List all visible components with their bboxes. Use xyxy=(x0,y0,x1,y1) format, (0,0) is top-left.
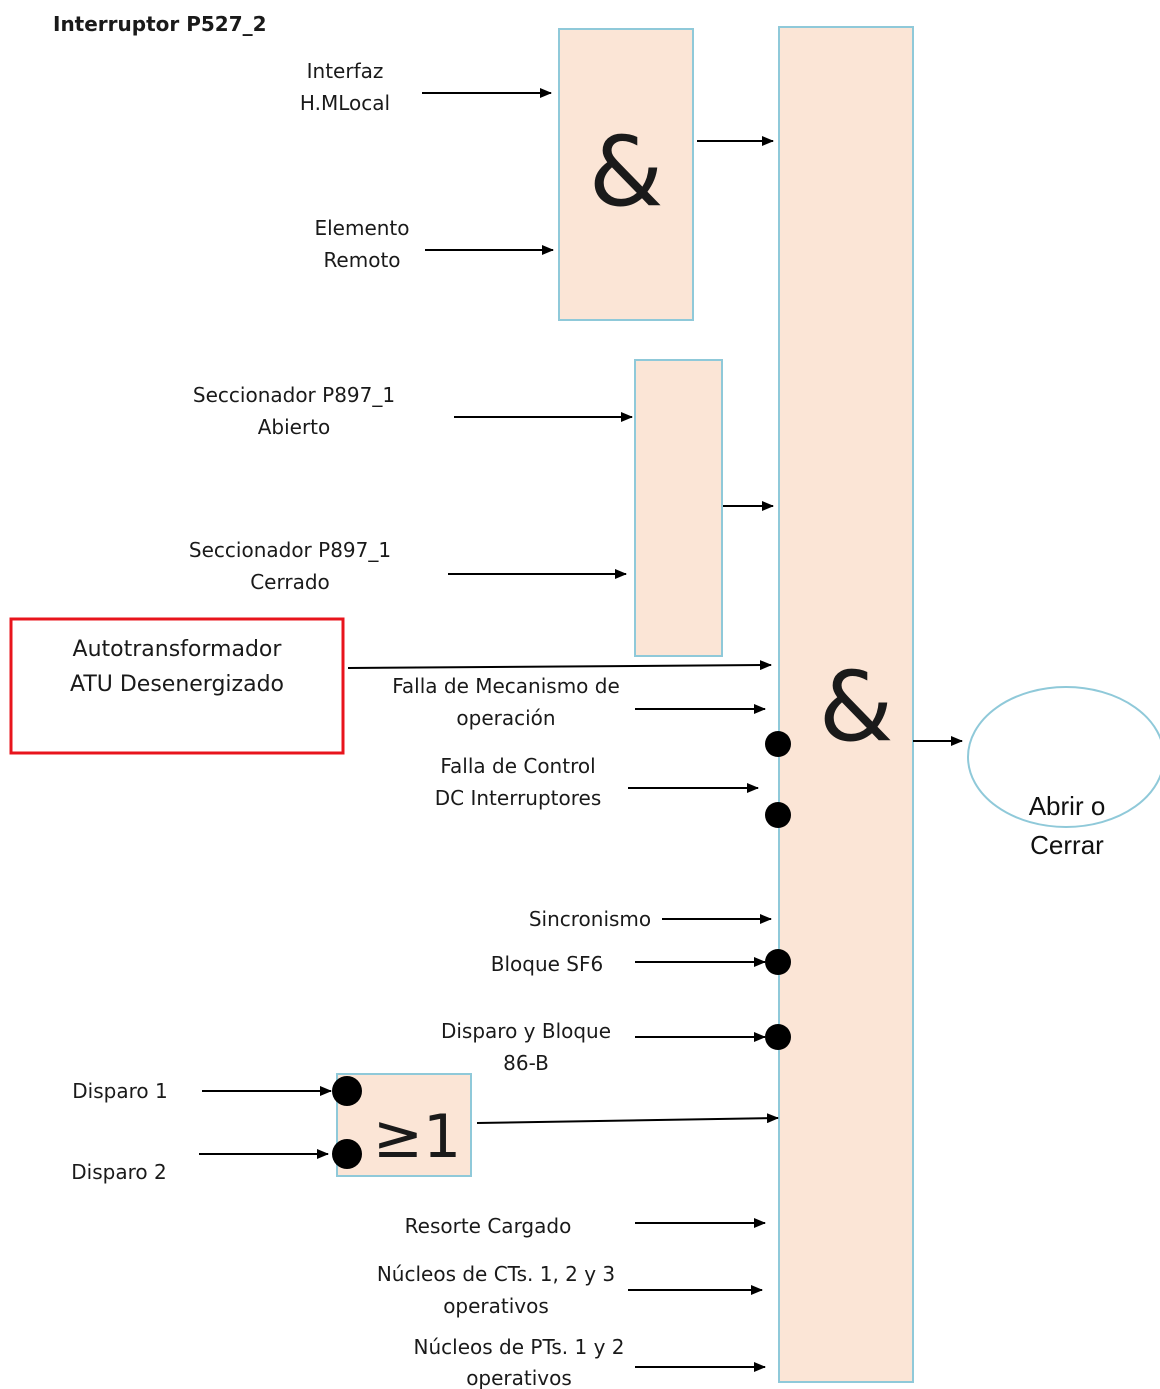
label-falla-dc-1: Falla de Control xyxy=(440,754,595,778)
label-disparo-bloque-1: Disparo y Bloque xyxy=(441,1019,611,1043)
label-disparo1: Disparo 1 xyxy=(72,1079,167,1103)
label-ct-2: operativos xyxy=(443,1294,549,1318)
label-elemento-1: Elemento xyxy=(314,216,409,240)
and-gate-main xyxy=(778,26,914,1383)
negation-bubble-disparo1 xyxy=(332,1076,362,1106)
label-interfaz-2: H.MLocal xyxy=(300,91,390,115)
label-resorte: Resorte Cargado xyxy=(405,1214,572,1238)
label-falla-mec-1: Falla de Mecanismo de xyxy=(392,674,620,698)
negation-bubble-bloque-sf6 xyxy=(765,949,791,975)
label-secc-cerrado-1: Seccionador P897_1 xyxy=(189,538,391,562)
label-interfaz-1: Interfaz xyxy=(307,59,384,83)
output-ellipse xyxy=(967,686,1160,828)
atu-highlight-box xyxy=(9,617,345,755)
negation-bubble-disparo-bloque xyxy=(765,1024,791,1050)
and-gate-top xyxy=(558,28,694,321)
label-bloque-sf6: Bloque SF6 xyxy=(491,952,603,976)
label-secc-abierto-1: Seccionador P897_1 xyxy=(193,383,395,407)
label-secc-cerrado-2: Cerrado xyxy=(250,570,330,594)
label-atu-1: Autotransformador xyxy=(73,637,283,662)
wire-atu xyxy=(347,660,772,671)
output-label-1: Abrir o xyxy=(1029,791,1106,821)
label-disparo-bloque-2: 86-B xyxy=(503,1051,549,1075)
and-gate-main-symbol: & xyxy=(819,651,894,763)
label-sincronismo: Sincronismo xyxy=(529,907,651,931)
label-ct-1: Núcleos de CTs. 1, 2 y 3 xyxy=(377,1262,615,1286)
or-gate-symbol: ≥1 xyxy=(373,1102,461,1172)
label-falla-mec-2: operación xyxy=(456,706,555,730)
diagram-title: Interruptor P527_2 xyxy=(53,12,267,36)
label-atu-2: ATU Desenergizado xyxy=(70,672,284,697)
label-pt-1: Núcleos de PTs. 1 y 2 xyxy=(414,1335,625,1359)
label-pt-2: operativos xyxy=(466,1366,572,1389)
output-label-2: Cerrar xyxy=(1030,830,1104,860)
negation-bubble-disparo2 xyxy=(332,1139,362,1169)
wire-or-out xyxy=(476,1113,779,1124)
seccionador-gate xyxy=(634,359,723,657)
label-disparo2: Disparo 2 xyxy=(71,1160,166,1184)
negation-bubble-falla-mec xyxy=(765,731,791,757)
label-falla-dc-2: DC Interruptores xyxy=(435,786,602,810)
and-gate-top-symbol: & xyxy=(589,116,664,228)
label-elemento-2: Remoto xyxy=(323,248,400,272)
negation-bubble-falla-dc xyxy=(765,802,791,828)
label-secc-abierto-2: Abierto xyxy=(258,415,331,439)
